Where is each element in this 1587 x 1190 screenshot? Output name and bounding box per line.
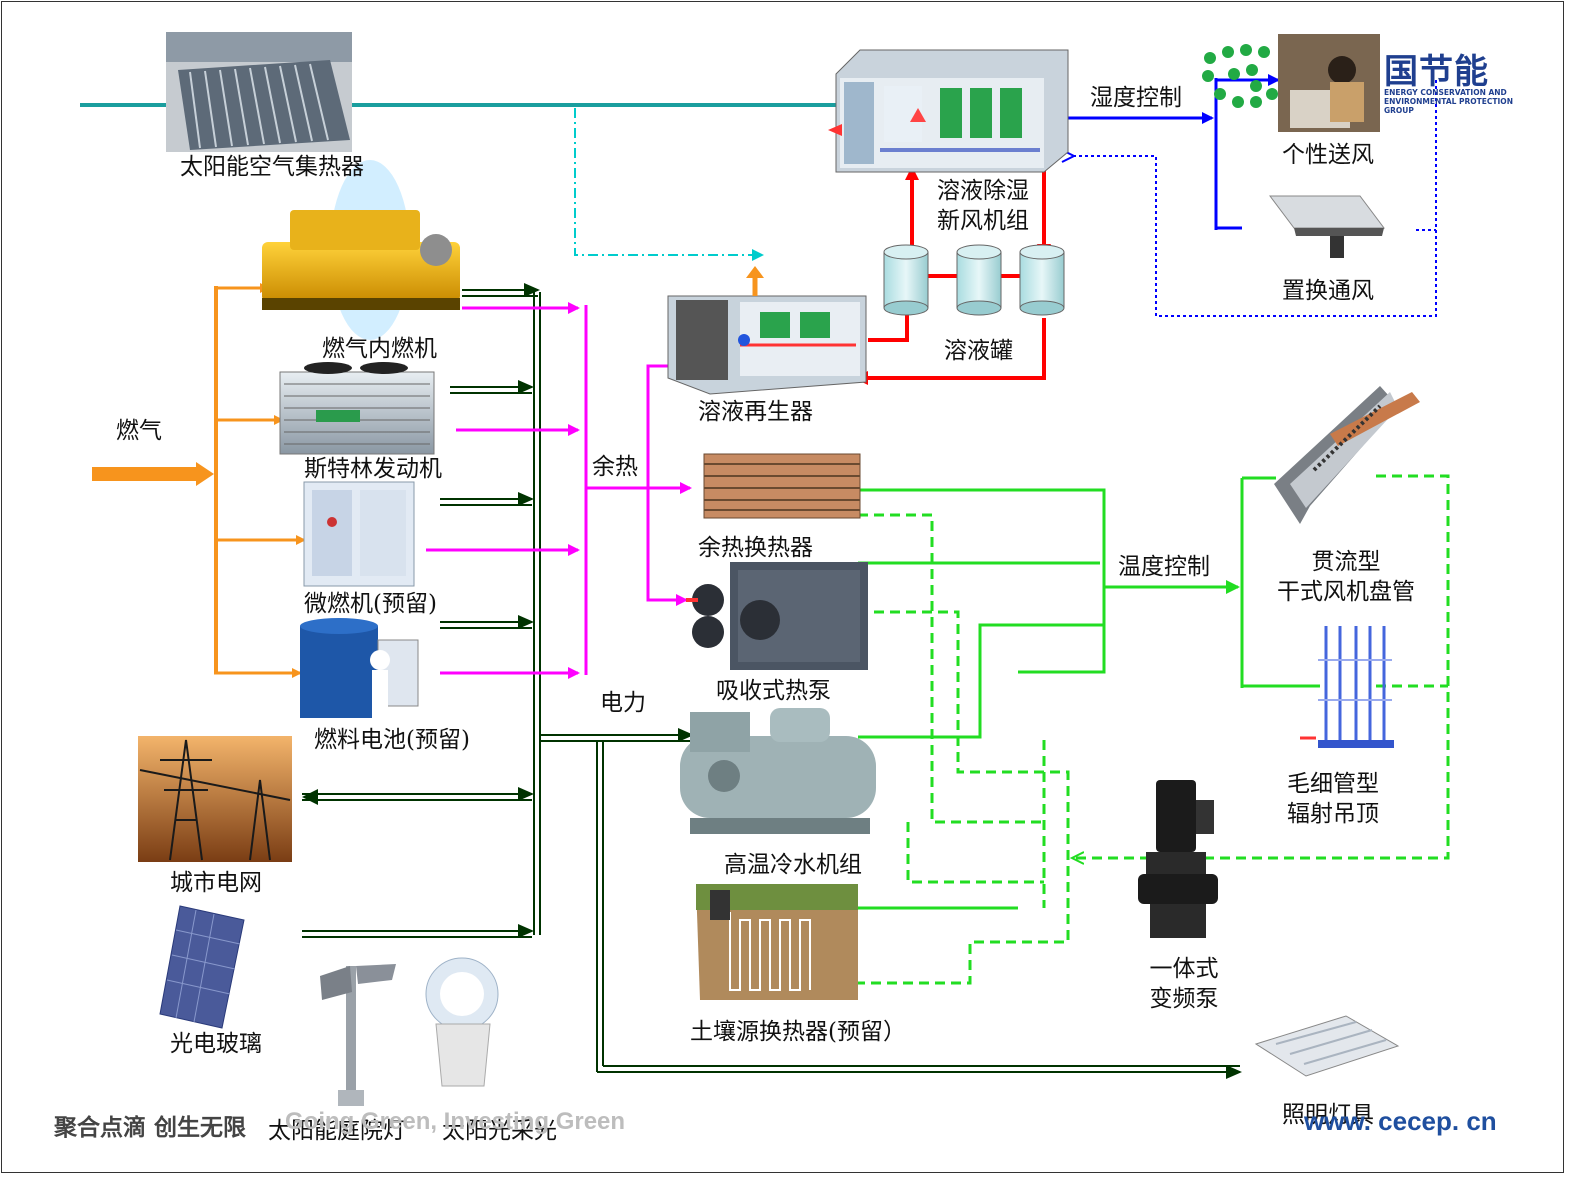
label-pv-glass: 光电玻璃 — [170, 1031, 262, 1057]
label-capillary-ceiling: 毛细管型 辐射吊顶 — [1270, 769, 1396, 829]
label-capillary-line2: 辐射吊顶 — [1287, 801, 1379, 827]
label-lighting: 照明灯具 — [1282, 1102, 1374, 1128]
label-regenerator: 溶液再生器 — [698, 399, 813, 425]
water-supply-lines — [858, 476, 1320, 910]
gas-engine-image — [262, 160, 460, 340]
cecep-logo-mark — [1202, 44, 1278, 108]
capillary-ceiling-image — [1300, 626, 1394, 748]
label-dehumidifier-line1: 溶液除湿 — [937, 178, 1029, 204]
solar-air-to-regenerator — [574, 108, 764, 261]
slogan-english: Going Green, Investing Green — [285, 1108, 626, 1135]
label-crossflow-fancoil: 贯流型 干式风机盘管 — [1262, 547, 1430, 607]
label-pump-line2: 变频泵 — [1149, 986, 1219, 1012]
label-gas-engine: 燃气内燃机 — [322, 336, 437, 362]
label-solar-garden-lamp: 太阳能庭院灯 — [268, 1118, 406, 1144]
ht-chiller-image — [680, 708, 876, 834]
air-supply-lines — [1066, 74, 1437, 317]
label-stirling: 斯特林发动机 — [304, 456, 442, 482]
label-solar-lighting: 太阳光采光 — [442, 1118, 557, 1144]
label-temperature-control: 温度控制 — [1118, 554, 1210, 580]
label-ground-hx: 土壤源换热器(预留） — [690, 1019, 906, 1045]
solution-tanks-image — [883, 244, 1065, 316]
logo-text: 国节能 — [1384, 52, 1489, 92]
regenerator-image — [667, 266, 867, 395]
label-dehumidifier: 溶液除湿 新风机组 — [924, 176, 1042, 236]
label-gas: 燃气 — [116, 418, 162, 444]
stirling-engine-image — [279, 362, 435, 455]
label-fuel-cell: 燃料电池(预留) — [314, 727, 470, 753]
label-capillary-line1: 毛细管型 — [1287, 771, 1379, 797]
slogan-chinese: 聚合点滴 创生无限 — [54, 1115, 247, 1141]
label-solution-tank: 溶液罐 — [944, 338, 1013, 364]
label-dehumidifier-line2: 新风机组 — [937, 208, 1029, 234]
label-crossflow-line1: 贯流型 — [1311, 549, 1381, 575]
dehumidifier-image — [828, 49, 1069, 173]
label-displacement: 置换通风 — [1282, 278, 1374, 304]
label-power: 电力 — [600, 690, 646, 716]
water-return-lines — [858, 474, 1450, 985]
logo-subtitle: ENERGY CONSERVATION AND ENVIRONMENTAL PR… — [1384, 88, 1513, 115]
label-integrated-pump: 一体式 变频泵 — [1134, 954, 1234, 1014]
displacement-vent-image — [1269, 195, 1385, 258]
label-solar-air-collector: 太阳能空气集热器 — [180, 154, 364, 180]
waste-heat-exchanger-image — [703, 453, 861, 519]
label-ht-chiller: 高温冷水机组 — [724, 852, 862, 878]
label-humidity-control: 湿度控制 — [1090, 85, 1182, 111]
label-waste-heat: 余热 — [592, 454, 638, 480]
label-city-grid: 城市电网 — [170, 870, 262, 896]
label-personal-air: 个性送风 — [1282, 142, 1374, 168]
pv-glass-image — [159, 905, 245, 1029]
label-waste-heat-exchanger: 余热换热器 — [698, 535, 813, 561]
power-bus — [302, 283, 1242, 1079]
solar-garden-lamp-image — [320, 964, 396, 1106]
crossflow-fancoil-image — [1274, 386, 1420, 524]
solar-air-collector-image — [166, 32, 352, 152]
lighting-fixture-image — [1254, 1015, 1400, 1077]
waste-heat-lines — [426, 302, 692, 679]
integrated-pump-image — [1138, 780, 1218, 938]
label-crossflow-line2: 干式风机盘管 — [1277, 579, 1415, 605]
solar-lighting-image — [425, 957, 499, 1087]
website-link[interactable]: www. cecep. cn — [1304, 1106, 1497, 1136]
absorption-heat-pump-image — [686, 562, 868, 670]
label-absorption-hp: 吸收式热泵 — [716, 678, 831, 704]
diagram-frame — [1, 1, 1564, 1173]
city-grid-image — [138, 736, 292, 862]
personal-air-image — [1278, 34, 1380, 132]
label-microturbine: 微燃机(预留) — [304, 591, 437, 617]
fuel-cell-image — [300, 618, 419, 718]
microturbine-image — [303, 481, 415, 587]
ground-hx-image — [696, 884, 858, 1000]
label-pump-line1: 一体式 — [1149, 956, 1219, 982]
